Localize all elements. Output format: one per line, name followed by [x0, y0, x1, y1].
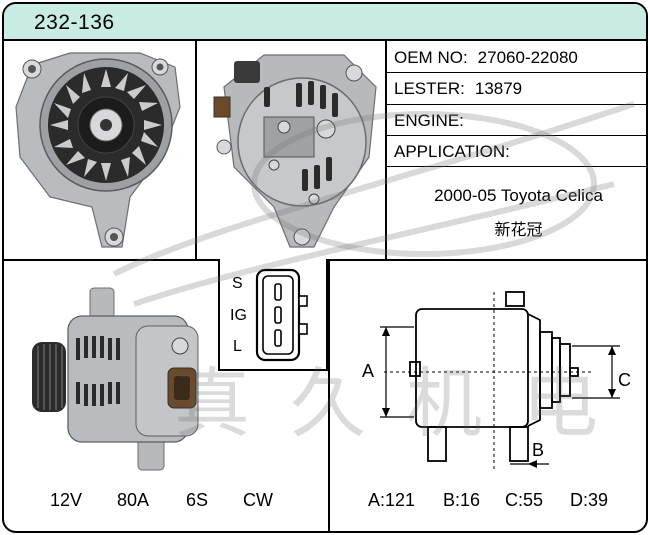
application-chinese-name: 新花冠: [494, 220, 543, 239]
connector-pin-label-ig: IG: [230, 307, 247, 324]
alternator-front-photo: [15, 52, 181, 248]
dimension-label-a: A: [362, 361, 375, 381]
dimension-b: B:16: [443, 490, 481, 510]
header-bar: 232-136: [4, 4, 646, 41]
dimension-d: D:39: [570, 490, 609, 510]
connector-plug-icon: [255, 268, 308, 362]
connector-pin-label-s: S: [232, 275, 243, 292]
engine-row: ENGINE:: [394, 111, 474, 131]
amperage: 80A: [117, 490, 150, 510]
lester-row: LESTER: 13879: [394, 79, 522, 99]
divider: [385, 104, 646, 105]
pulley-type: 6S: [186, 490, 209, 510]
divider: [195, 41, 197, 261]
dimension-label-c: C: [618, 370, 631, 390]
oem-label: OEM NO:: [394, 48, 468, 67]
oem-number-row: OEM NO: 27060-22080: [394, 48, 578, 68]
voltage: 12V: [50, 490, 83, 510]
application-vehicle: 2000-05 Toyota Celica: [434, 186, 603, 205]
lester-label: LESTER:: [394, 79, 465, 98]
application-row: APPLICATION:: [394, 142, 510, 162]
application-label: APPLICATION:: [394, 142, 510, 161]
engine-label: ENGINE:: [394, 111, 464, 130]
lester-value: 13879: [474, 79, 523, 98]
divider: [385, 72, 646, 73]
divider: [385, 41, 387, 261]
dimension-drawing: [380, 291, 620, 469]
divider: [385, 135, 646, 136]
part-number: 232-136: [34, 11, 115, 34]
oem-value: 27060-22080: [477, 48, 578, 67]
alternator-rear-photo: [213, 54, 377, 248]
dimension-label-b: B: [532, 440, 545, 460]
divider: [328, 259, 330, 531]
rotation: CW: [243, 490, 273, 510]
connector-pin-label-l: L: [233, 338, 242, 355]
dimension-c: C:55: [505, 490, 544, 510]
divider: [385, 166, 646, 167]
dimension-a: A:121: [368, 490, 416, 510]
alternator-side-photo: [32, 287, 199, 471]
